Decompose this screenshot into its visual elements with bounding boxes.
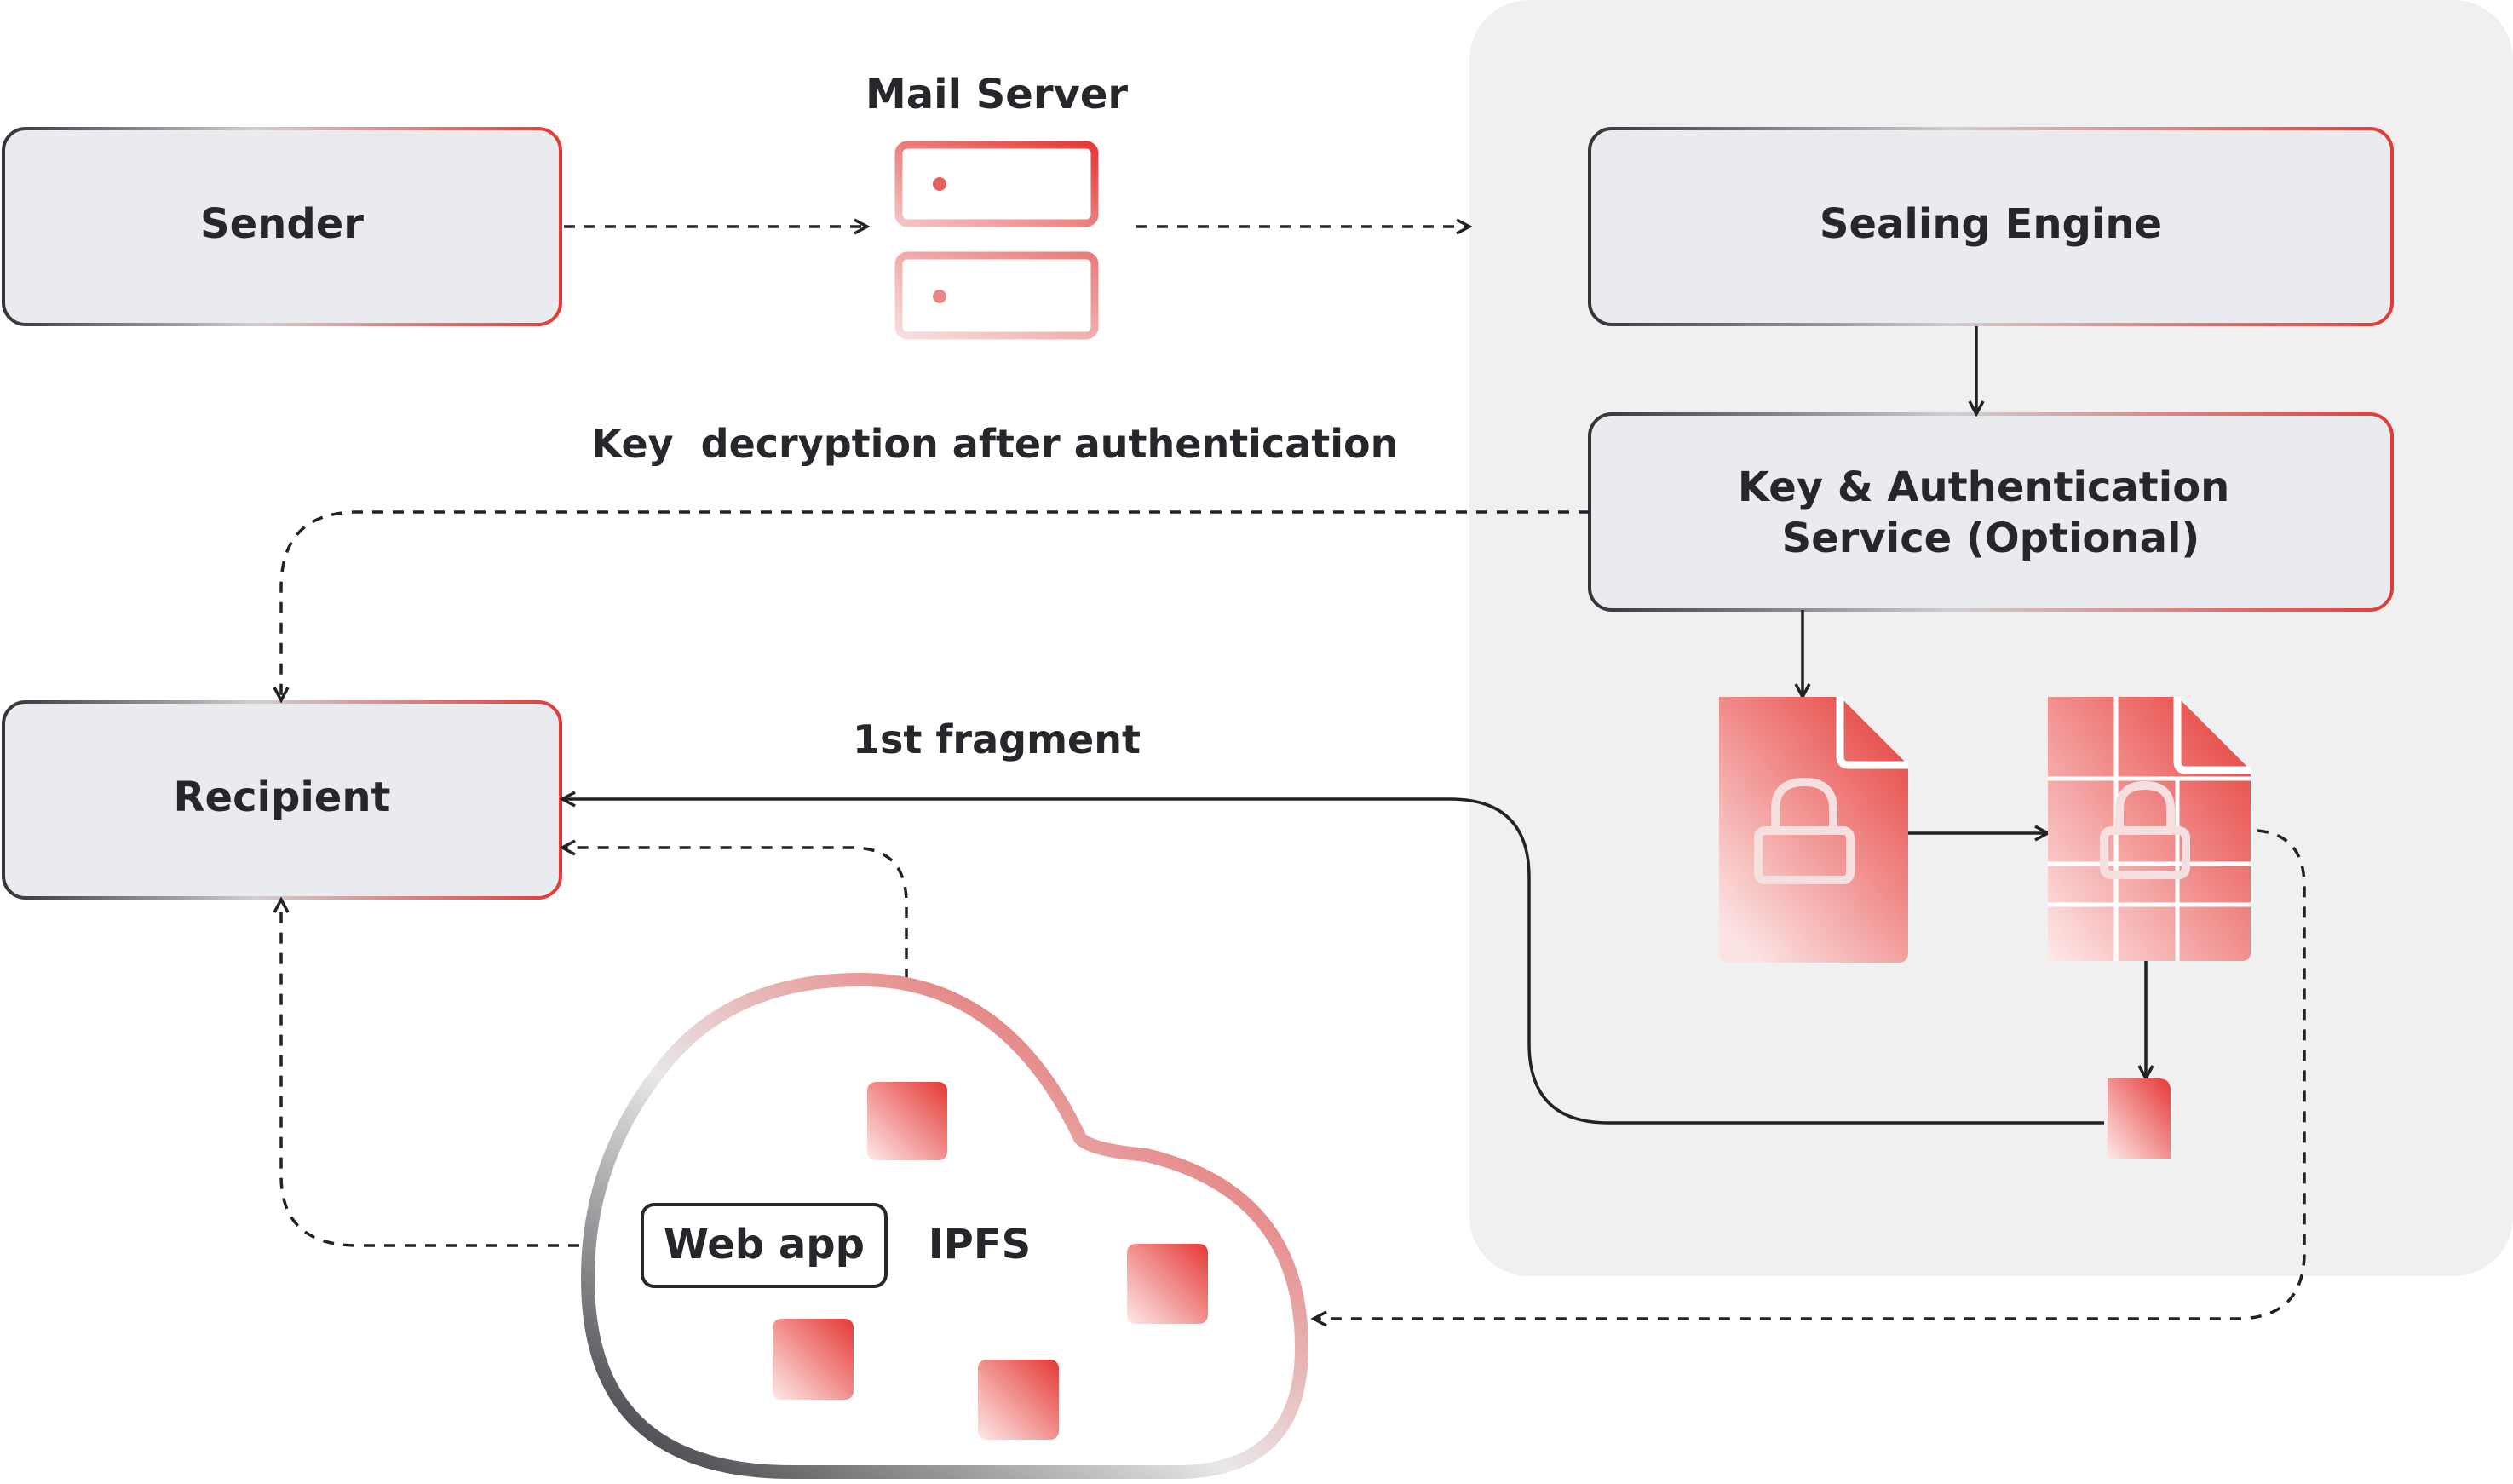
mail-server-label: Mail Server [865,71,1128,118]
server-icon [894,141,1099,340]
key-auth-label-line1: Key & Authentication [1738,463,2229,511]
key-decryption-edge-label: Key decryption after authentication [592,421,1399,467]
webapp-to-recipient-arrow [281,900,641,1247]
cloud-icon [580,972,1309,1479]
web-app-label: Web app [664,1221,865,1268]
svg-text:Key & Authentication Ser: Key & Authentication Service (Optional) [1738,463,2244,562]
sender-node: Sender [2,127,562,326]
web-app-box: Web app [641,1203,888,1288]
ipfs-fragment-right [1127,1244,1208,1324]
sender-label: Sender [200,200,364,248]
locked-document-icon [1719,697,1908,963]
fragmented-locked-document-icon [2048,697,2251,961]
ipfs-fragment-left [773,1319,854,1400]
key-decryption-arrow [281,510,1590,700]
first-fragment-edge-label: 1st fragment [853,716,1141,762]
fragment-icon [2108,1078,2171,1159]
ipfs-cloud: Web app IPFS [580,972,1309,1479]
ipfs-fragment-top [867,1082,947,1160]
sealing-engine-node: Sealing Engine [1588,127,2394,326]
key-auth-label-line2: Service (Optional) [1782,515,2200,562]
fragments-to-ipfs-arrow [1314,829,2306,1319]
mail-server: Mail Server [865,71,1128,340]
recipient-node: Recipient [2,700,562,900]
first-fragment-arrow [562,799,2104,1125]
sealing-engine-label: Sealing Engine [1820,200,2162,248]
ipfs-fragment-bottom [978,1360,1059,1440]
ipfs-label: IPFS [929,1221,1031,1268]
recipient-label: Recipient [174,774,391,821]
key-auth-service-node: Key & Authentication Service (Optional) [1588,412,2394,612]
